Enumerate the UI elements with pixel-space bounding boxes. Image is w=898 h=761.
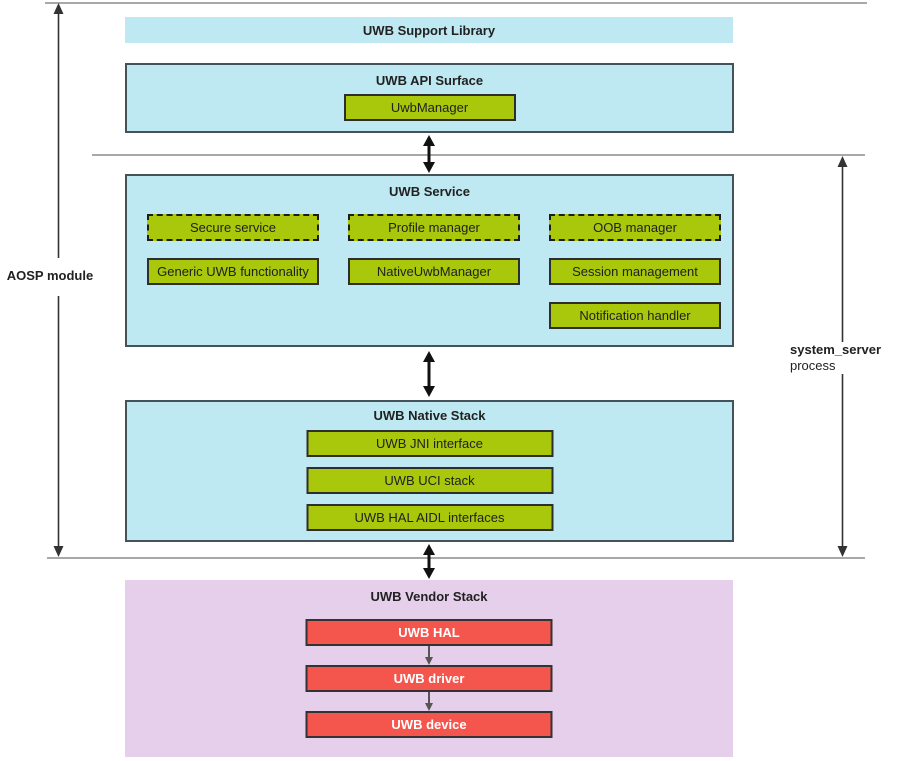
aosp-module-label-text: AOSP module (6, 268, 94, 283)
session-management-module: Session management (549, 258, 721, 285)
api-surface-title: UWB API Surface (375, 73, 484, 88)
native-uwb-manager-module: NativeUwbManager (348, 258, 520, 285)
native-stack-title: UWB Native Stack (373, 408, 486, 423)
api-surface-layer: UWB API Surface UwbManager (125, 63, 734, 133)
aosp-module-label: AOSP module (0, 268, 100, 284)
support-library-layer: UWB Support Library (125, 17, 733, 43)
profile-manager-module: Profile manager (348, 214, 520, 241)
uwb-service-layer: UWB Service Secure service Profile manag… (125, 174, 734, 347)
hal-driver-arrow-icon (425, 646, 433, 665)
native-stack-layer: UWB Native Stack UWB JNI interface UWB U… (125, 400, 734, 542)
api-service-double-arrow-icon (423, 135, 435, 173)
system-server-process-label: system_server process (790, 342, 881, 374)
uwb-uci-stack-module: UWB UCI stack (306, 467, 553, 494)
driver-device-arrow-icon (425, 692, 433, 711)
service-native-double-arrow-icon (423, 351, 435, 397)
uwb-service-title: UWB Service (389, 184, 470, 199)
uwb-driver-module: UWB driver (305, 665, 553, 692)
top-boundary-line (45, 2, 867, 4)
uwb-jni-interface-module: UWB JNI interface (306, 430, 553, 457)
secure-service-module: Secure service (147, 214, 319, 241)
notification-handler-module: Notification handler (549, 302, 721, 329)
aosp-module-extent-arrow-icon (53, 3, 64, 557)
bottom-boundary-line (47, 557, 865, 559)
system-server-extent-arrow-icon (837, 156, 848, 557)
process-label-text: process (790, 358, 836, 373)
support-library-title: UWB Support Library (362, 23, 496, 38)
uwb-hal-aidl-interfaces-module: UWB HAL AIDL interfaces (306, 504, 553, 531)
system-server-top-boundary-line (92, 154, 865, 156)
system-server-label-text: system_server (790, 342, 882, 357)
uwb-device-module: UWB device (305, 711, 553, 738)
vendor-stack-title: UWB Vendor Stack (370, 589, 488, 604)
native-vendor-double-arrow-icon (423, 544, 435, 579)
uwb-manager-module: UwbManager (343, 94, 516, 121)
generic-uwb-functionality-module: Generic UWB functionality (147, 258, 319, 285)
vendor-stack-layer: UWB Vendor Stack UWB HAL UWB driver UWB … (125, 580, 733, 757)
oob-manager-module: OOB manager (549, 214, 721, 241)
uwb-hal-module: UWB HAL (305, 619, 553, 646)
